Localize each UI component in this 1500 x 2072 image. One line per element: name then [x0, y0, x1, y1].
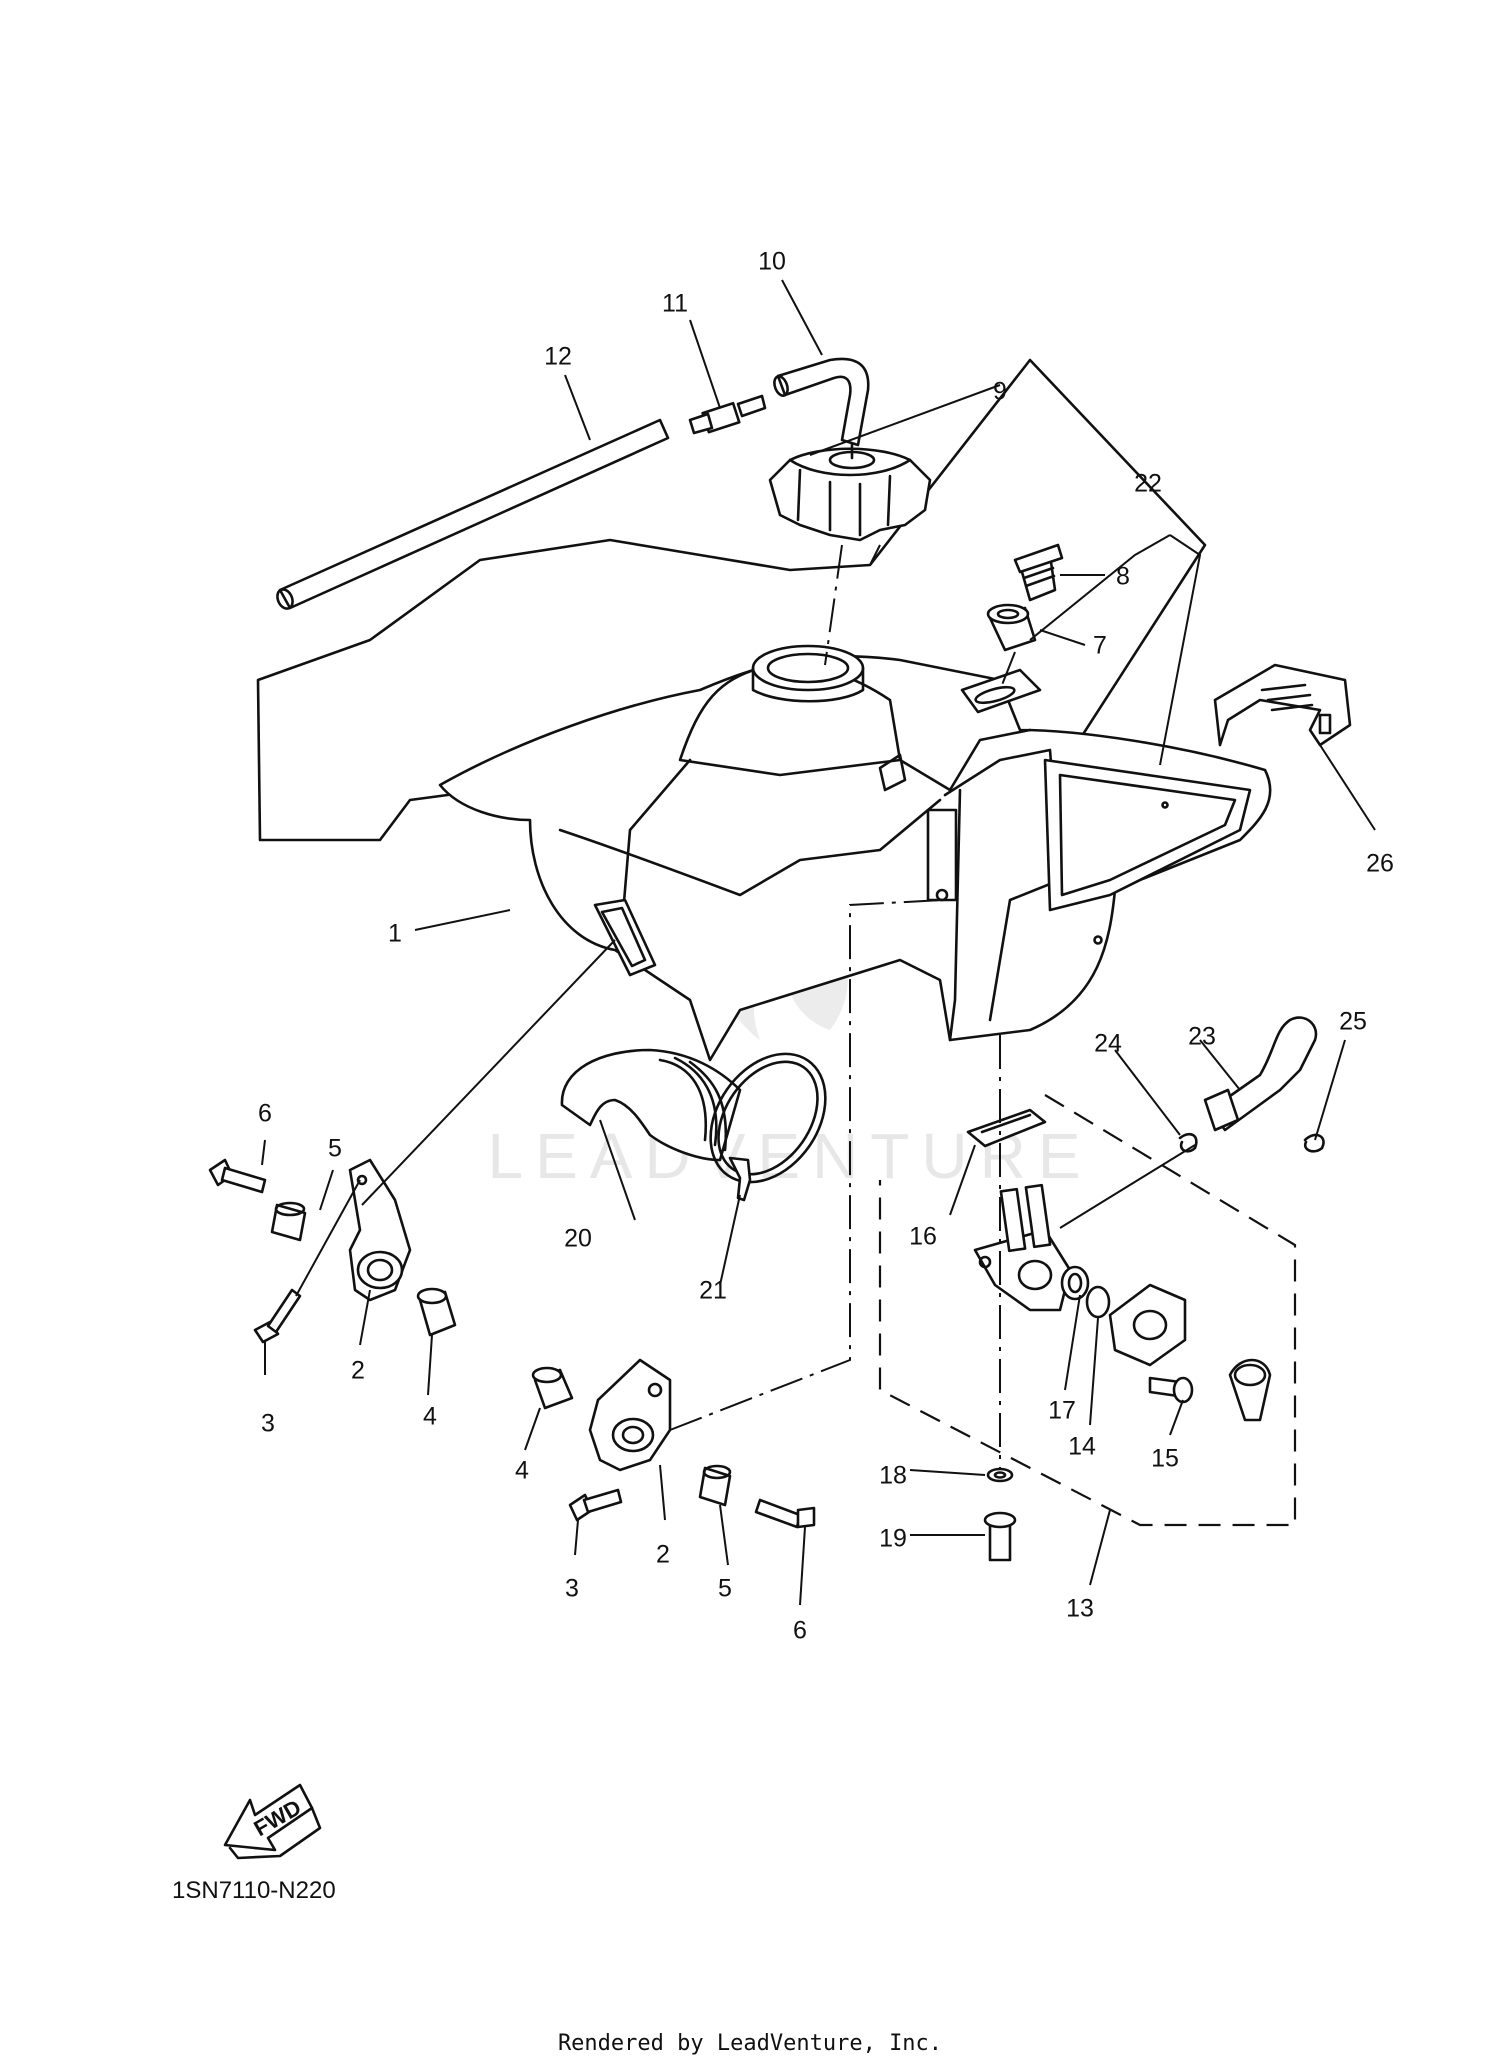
callout-20: 20 — [564, 1225, 592, 1253]
callout-17: 17 — [1048, 1397, 1076, 1425]
damper-4-left — [416, 1287, 457, 1337]
bolt-6-left — [208, 1158, 267, 1194]
clip-25 — [1303, 1133, 1325, 1153]
washer-18 — [986, 1467, 1014, 1483]
callout-16: 16 — [909, 1223, 937, 1251]
callout-2-right: 2 — [656, 1541, 670, 1569]
callout-14: 14 — [1068, 1433, 1096, 1461]
callout-6-left: 6 — [258, 1100, 272, 1128]
leader-lines — [261, 279, 1376, 1606]
callout-3-right: 3 — [565, 1575, 579, 1603]
callout-8: 8 — [1116, 563, 1130, 591]
o-ring-17 — [1060, 1265, 1090, 1301]
callout-6-right: 6 — [793, 1617, 807, 1645]
callout-15: 15 — [1151, 1445, 1179, 1473]
callout-23: 23 — [1188, 1023, 1216, 1051]
bracket-left — [348, 1158, 412, 1302]
callout-7: 7 — [1093, 632, 1107, 660]
callout-24: 24 — [1094, 1030, 1122, 1058]
o-ring-14 — [1085, 1285, 1111, 1319]
vent-tube — [276, 418, 670, 610]
fuel-tank — [438, 644, 1272, 1062]
callout-5-left: 5 — [328, 1135, 342, 1163]
callout-26: 26 — [1366, 850, 1394, 878]
callout-18: 18 — [879, 1462, 907, 1490]
screw-19 — [983, 1511, 1017, 1562]
collar-5-right — [698, 1464, 732, 1507]
bolt-3-right — [568, 1488, 623, 1522]
callout-4-left: 4 — [423, 1403, 437, 1431]
callout-10: 10 — [758, 248, 786, 276]
lever — [1228, 1358, 1272, 1422]
callout-3-left: 3 — [261, 1410, 275, 1438]
callout-12: 12 — [544, 343, 572, 371]
callout-11: 11 — [662, 290, 688, 318]
callout-4-right: 4 — [515, 1457, 529, 1485]
callout-9: 9 — [993, 378, 1007, 406]
protector-20 — [560, 1048, 742, 1162]
damper-4-right — [531, 1366, 574, 1410]
footer-credit: Rendered by LeadVenture, Inc. — [558, 2031, 942, 2056]
plate — [1108, 1283, 1187, 1367]
callout-5-right: 5 — [718, 1575, 732, 1603]
bolt-3-left — [253, 1288, 302, 1344]
callout-13: 13 — [1066, 1595, 1094, 1623]
callout-22: 22 — [1134, 470, 1162, 498]
bolt-6-right — [754, 1498, 816, 1529]
screw-15 — [1148, 1376, 1194, 1404]
diagram-code: 1SN7110-N220 — [172, 1877, 336, 1904]
callout-21: 21 — [699, 1277, 727, 1305]
fwd-arrow-icon: FWD — [223, 1783, 322, 1860]
cover-bracket — [1213, 663, 1352, 747]
fuel-cock-box — [878, 1094, 1297, 1527]
fuel-cock-body — [973, 1183, 1072, 1312]
bracket-right — [588, 1358, 672, 1472]
band-21 — [709, 1052, 827, 1202]
fuel-cap — [768, 436, 932, 542]
hose-joint — [688, 394, 767, 435]
callout-19: 19 — [879, 1525, 907, 1553]
callout-1: 1 — [388, 920, 402, 948]
callout-25: 25 — [1339, 1008, 1367, 1036]
clip-24 — [1178, 1132, 1198, 1153]
breather-hose — [773, 357, 870, 447]
fuel-hose — [1203, 1016, 1318, 1132]
callout-2-left: 2 — [351, 1357, 365, 1385]
collar-7 — [986, 603, 1037, 652]
gasket-16 — [966, 1108, 1047, 1148]
collar-5-left — [270, 1201, 307, 1242]
screw-8 — [1013, 543, 1064, 602]
callouts: 1 2 2 3 3 4 4 5 5 6 6 7 8 9 10 11 12 13 … — [258, 248, 1394, 1645]
